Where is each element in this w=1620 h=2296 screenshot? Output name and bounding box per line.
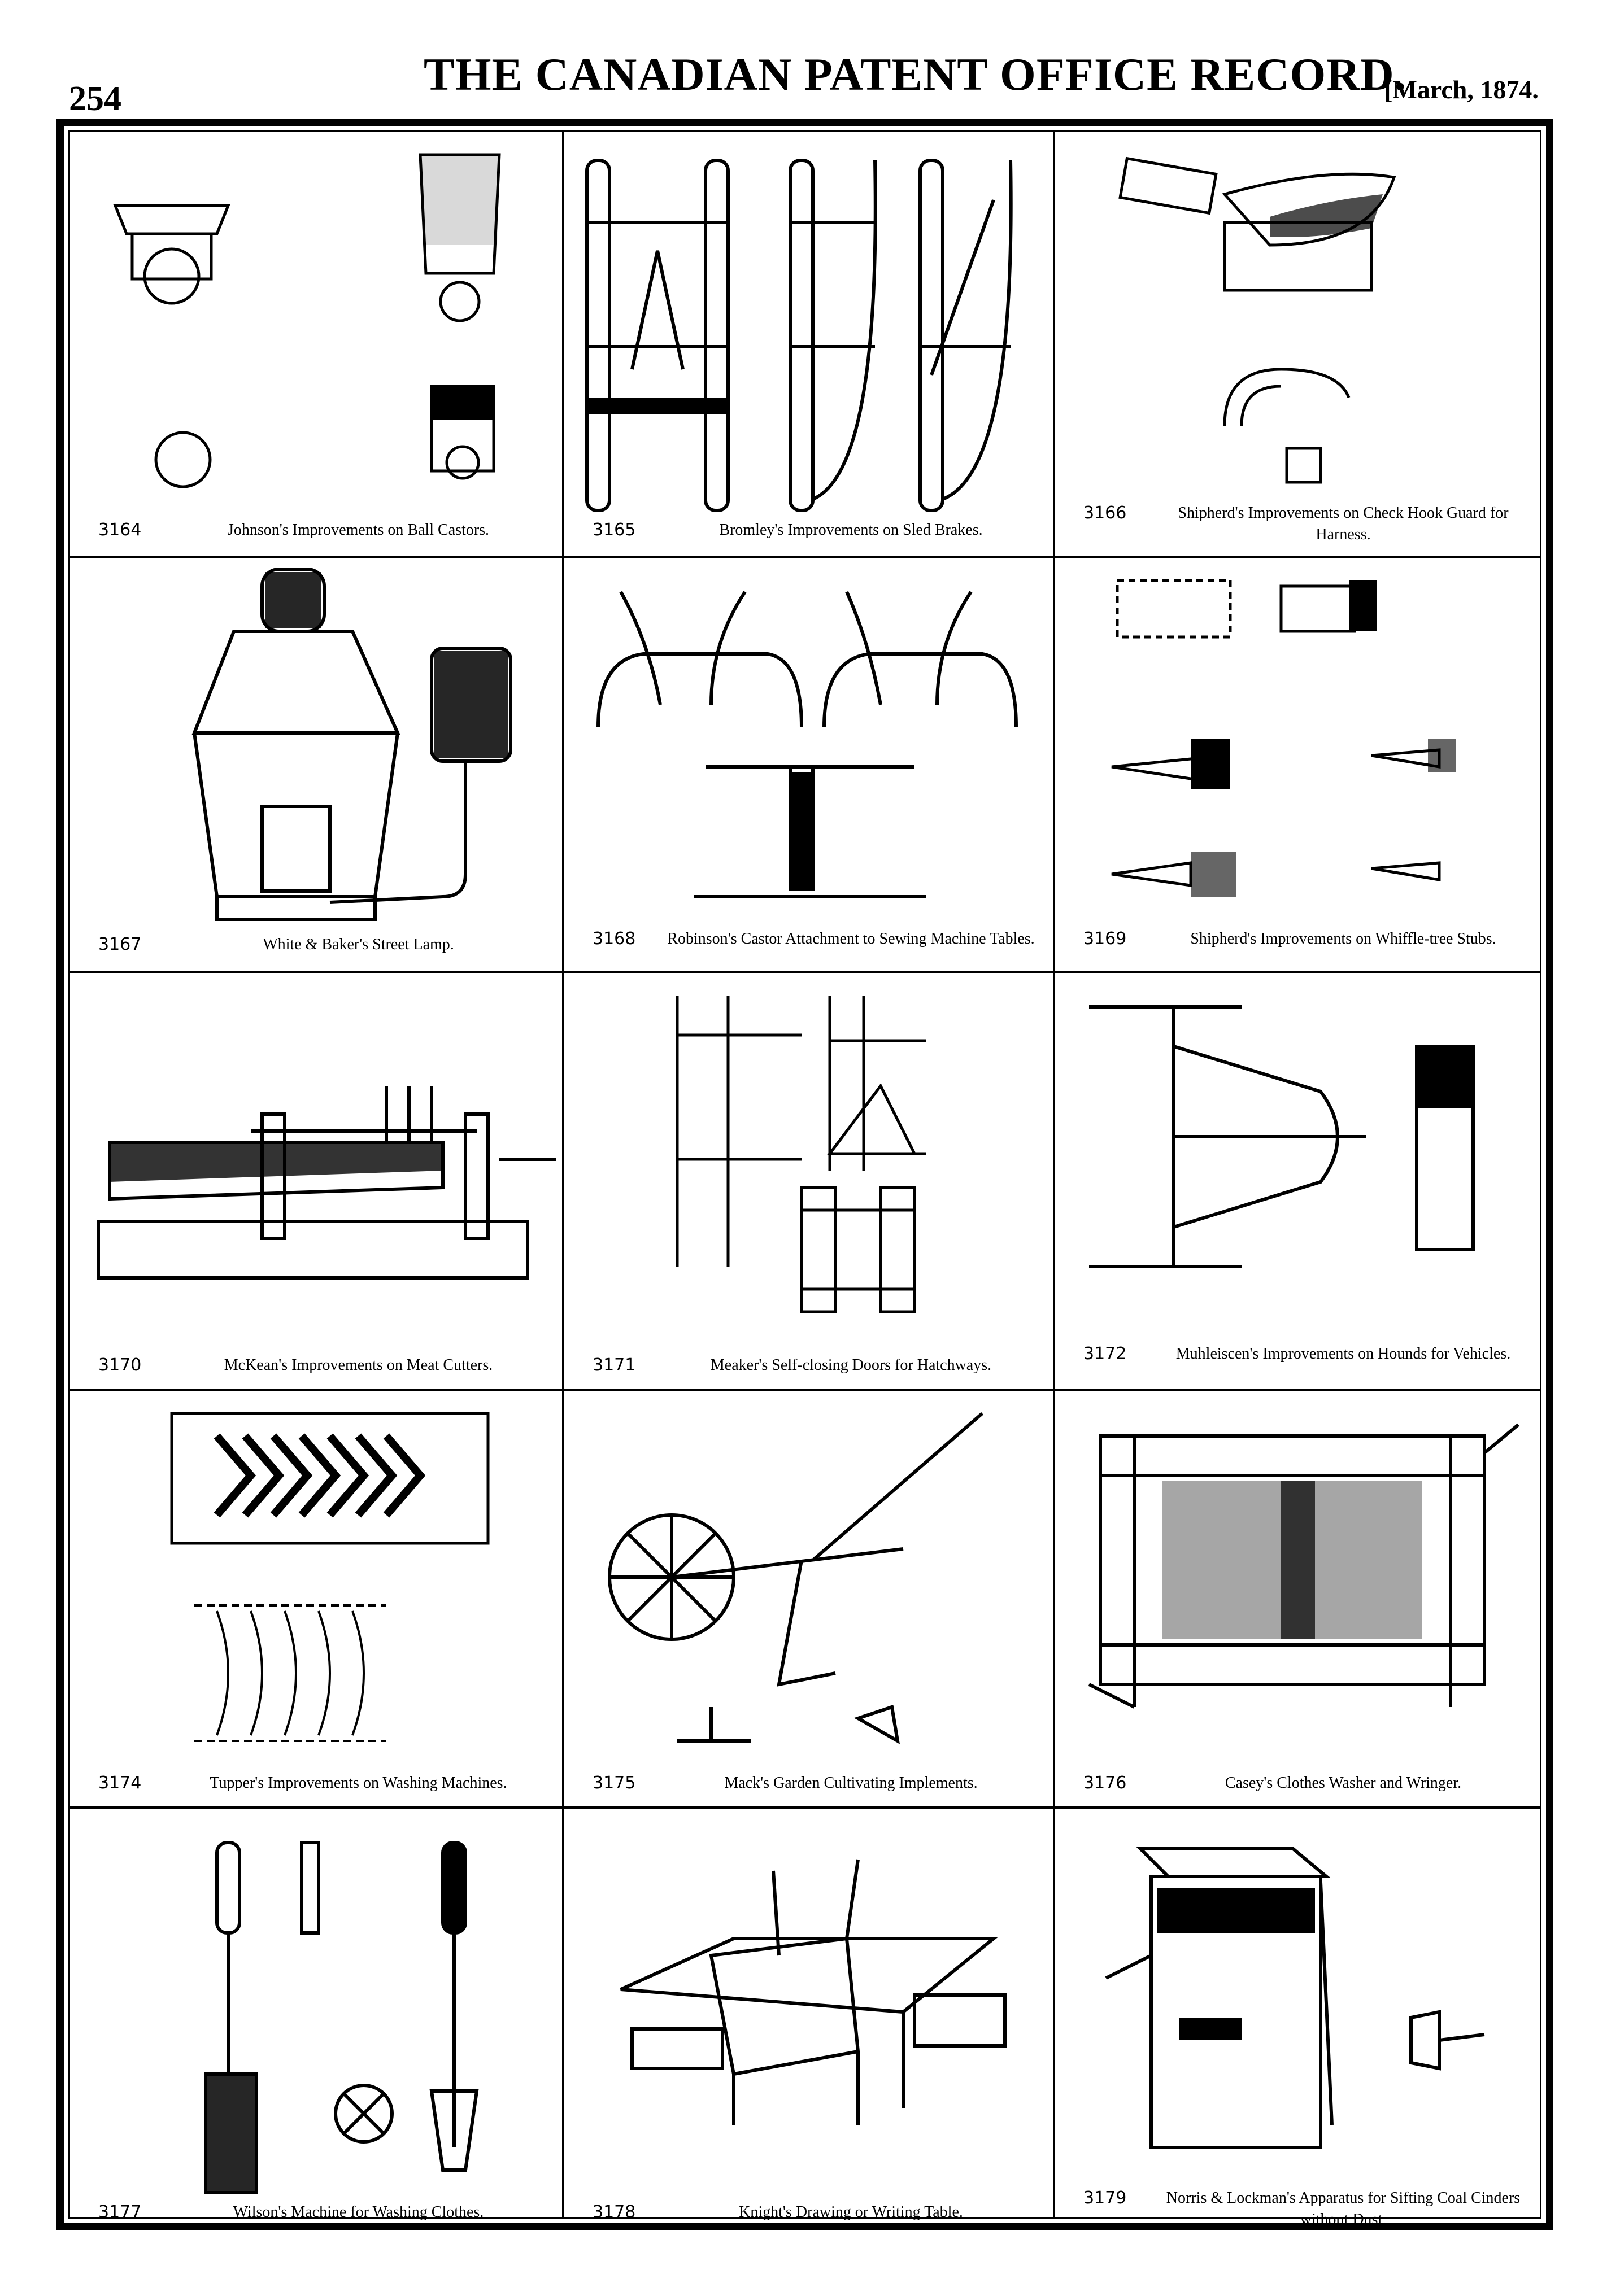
patent-title: Mack's Garden Cultivating Implements. [724, 1774, 978, 1792]
page-title: THE CANADIAN PATENT OFFICE RECORD. [424, 49, 1407, 100]
patent-cell-3167: 3167 White & Baker's Street Lamp. [70, 558, 562, 971]
patent-cell-3166: 3166 Shipherd's Improvements on Check Ho… [1055, 132, 1547, 556]
patent-cell-3179: 3179 Norris & Lockman's Apparatus for Si… [1055, 1809, 1547, 2232]
patent-number: 3164 [98, 520, 142, 540]
page-header: 254 THE CANADIAN PATENT OFFICE RECORD. [… [0, 0, 1620, 118]
patent-number: 3165 [593, 520, 636, 540]
ball-castor-drawing-icon [113, 153, 501, 488]
patent-number: 3169 [1083, 929, 1127, 949]
patent-title: Knight's Drawing or Writing Table. [739, 2203, 963, 2221]
patent-cell-3168: 3168 Robinson's Castor Attachment to Sew… [564, 558, 1053, 971]
garden-cultivator-drawing-icon [608, 1412, 983, 1744]
patent-title: Wilson's Machine for Washing Clothes. [233, 2203, 484, 2221]
patent-title: Norris & Lockman's Apparatus for Sifting… [1166, 2189, 1521, 2228]
patent-cell-3174: 3174 Tupper's Improvements on Washing Ma… [70, 1391, 562, 1806]
page-number: 254 [69, 80, 121, 118]
patent-title: Tupper's Improvements on Washing Machine… [210, 1774, 507, 1792]
patent-cell-3176: 3176 Casey's Clothes Washer and Wringer. [1055, 1391, 1547, 1806]
patent-number: 3168 [593, 929, 636, 949]
sewing-table-castor-drawing-icon [596, 591, 1018, 898]
street-lamp-drawing-icon [191, 568, 512, 921]
patent-title: Johnson's Improvements on Ball Castors. [227, 521, 490, 539]
patent-cell-3175: 3175 Mack's Garden Cultivating Implement… [564, 1391, 1053, 1806]
patent-number: 3177 [98, 2202, 142, 2222]
clothes-washing-tool-drawing-icon [204, 1841, 479, 2194]
patent-number: 3179 [1083, 2188, 1127, 2208]
patent-title: McKean's Improvements on Meat Cutters. [224, 1356, 493, 1374]
cinder-sifter-drawing-icon [1105, 1847, 1485, 2149]
patent-cell-3171: 3171 Meaker's Self-closing Doors for Hat… [564, 973, 1053, 1389]
clothes-wringer-drawing-icon [1088, 1423, 1519, 1709]
patent-cell-3170: 3170 McKean's Improvements on Meat Cutte… [70, 973, 562, 1389]
patent-title: Meaker's Self-closing Doors for Hatchway… [710, 1356, 992, 1374]
check-hook-drawing-icon [1118, 156, 1396, 484]
patent-cell-3172: 3172 Muhleiscen's Improvements on Hounds… [1055, 973, 1547, 1389]
patent-cell-3169: 3169 Shipherd's Improvements on Whiffle-… [1055, 558, 1547, 971]
grid-divider [70, 971, 1540, 973]
sled-brake-drawing-icon [585, 159, 1013, 512]
grid-divider [70, 1806, 1540, 1809]
patent-title: Bromley's Improvements on Sled Brakes. [719, 521, 983, 539]
patent-cell-3164: 3164 Johnson's Improvements on Ball Cast… [70, 132, 562, 556]
patent-cell-3165: 3165 Bromley's Improvements on Sled Brak… [564, 132, 1053, 556]
patent-number: 3176 [1083, 1773, 1127, 1793]
patent-number: 3178 [593, 2202, 636, 2222]
patent-title: Casey's Clothes Washer and Wringer. [1225, 1774, 1462, 1792]
grid-divider [70, 1389, 1540, 1391]
grid-divider [1053, 132, 1055, 2217]
issue-date: [March, 1874. [1384, 75, 1539, 104]
meat-cutter-drawing-icon [97, 1086, 556, 1280]
patent-title: Muhleiscen's Improvements on Hounds for … [1175, 1345, 1511, 1363]
hatchway-door-drawing-icon [676, 996, 926, 1313]
patent-title: Robinson's Castor Attachment to Sewing M… [667, 930, 1035, 948]
patent-plate-frame: 3164 Johnson's Improvements on Ball Cast… [56, 119, 1553, 2230]
patent-number: 3167 [98, 935, 142, 954]
patent-cell-3177: 3177 Wilson's Machine for Washing Clothe… [70, 1809, 562, 2232]
washing-machine-drawing-icon [170, 1412, 490, 1742]
patent-title: White & Baker's Street Lamp. [263, 936, 454, 953]
vehicle-hounds-drawing-icon [1089, 1005, 1475, 1268]
grid-divider [70, 556, 1540, 558]
patent-number: 3170 [98, 1355, 142, 1375]
patent-cell-3178: 3178 Knight's Drawing or Writing Table. [564, 1809, 1053, 2232]
grid-divider [562, 132, 564, 2217]
whiffle-tree-drawing-icon [1111, 579, 1456, 897]
patent-number: 3175 [593, 1773, 636, 1793]
patent-number: 3166 [1083, 503, 1127, 523]
patent-number: 3172 [1083, 1344, 1127, 1364]
writing-table-drawing-icon [620, 1859, 1007, 2125]
patent-number: 3174 [98, 1773, 142, 1793]
patent-title: Shipherd's Improvements on Check Hook Gu… [1178, 504, 1509, 543]
patent-grid: 3164 Johnson's Improvements on Ball Cast… [68, 130, 1541, 2228]
patent-number: 3171 [593, 1355, 636, 1375]
patent-title: Shipherd's Improvements on Whiffle-tree … [1190, 930, 1496, 948]
